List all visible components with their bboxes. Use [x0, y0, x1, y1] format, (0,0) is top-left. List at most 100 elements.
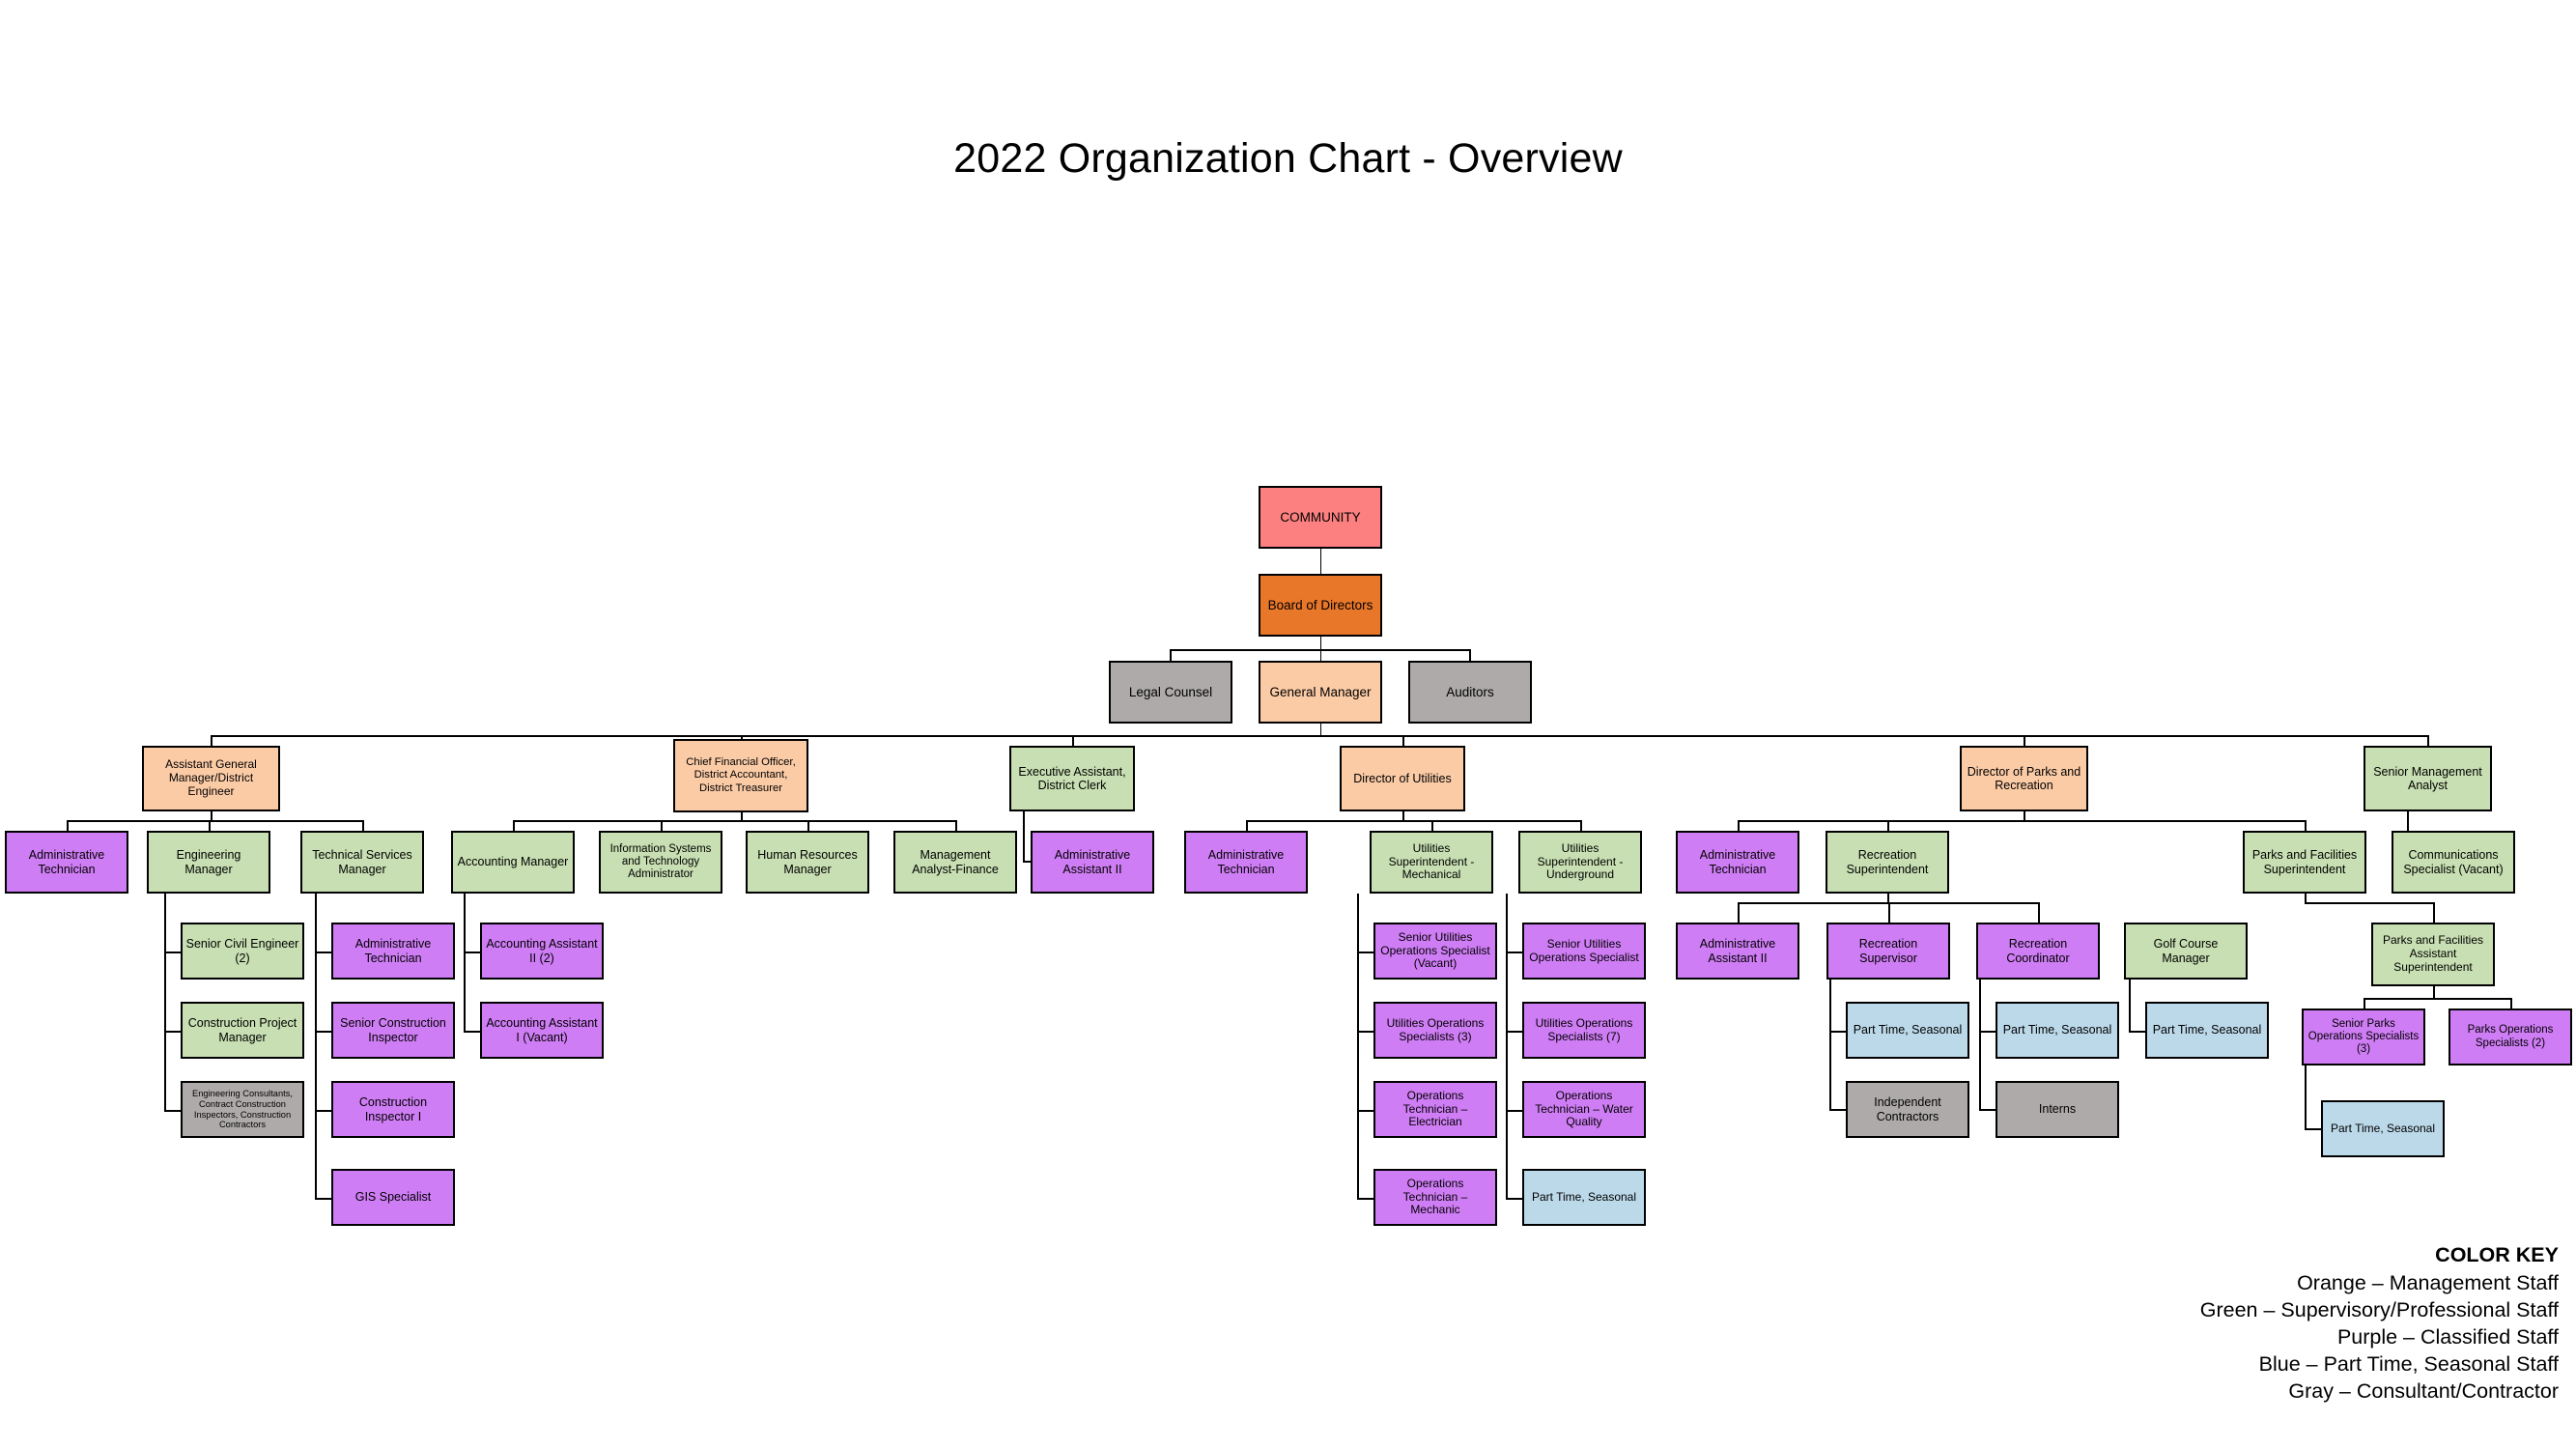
org-node-general-manager[interactable]: General Manager — [1259, 661, 1382, 724]
connector-board-stem-down — [1319, 637, 1322, 650]
org-node-mgmt-analyst-fin[interactable]: Management Analyst-Finance — [893, 831, 1017, 894]
org-node-interns[interactable]: Interns — [1996, 1081, 2119, 1138]
org-node-label: Parks and Facilities Superintendent — [2251, 848, 2358, 876]
org-node-sr-mgmt-analyst[interactable]: Senior Management Analyst — [2364, 746, 2492, 811]
org-node-constr-proj-mgr[interactable]: Construction Project Manager — [181, 1002, 304, 1059]
org-node-hr-manager[interactable]: Human Resources Manager — [746, 831, 869, 894]
org-node-pt-seasonal-rec-crd[interactable]: Part Time, Seasonal — [1996, 1002, 2119, 1059]
org-node-exec-assistant[interactable]: Executive Assistant, District Clerk — [1009, 746, 1135, 811]
org-node-golf-course-mgr[interactable]: Golf Course Manager — [2124, 923, 2248, 980]
connector-parks-asst-drop — [2433, 902, 2435, 923]
connector-ts-to-admintech — [315, 952, 332, 953]
org-node-pt-seasonal-golf[interactable]: Part Time, Seasonal — [2145, 1002, 2269, 1059]
org-node-admin-asst-ii-exec[interactable]: Administrative Assistant II — [1031, 831, 1154, 894]
org-node-label: Legal Counsel — [1128, 684, 1213, 699]
org-node-tech-svcs-manager[interactable]: Technical Services Manager — [300, 831, 424, 894]
org-node-rec-coordinator[interactable]: Recreation Coordinator — [1976, 923, 2100, 980]
org-node-ops-tech-elec[interactable]: Operations Technician – Electrician — [1373, 1081, 1497, 1138]
connector-util-mech-spine — [1357, 894, 1359, 1198]
org-node-parks-fac-asst-supt[interactable]: Parks and Facilities Assistant Superinte… — [2371, 923, 2495, 986]
connector-acct-to-aai — [464, 1031, 481, 1033]
org-node-label: Part Time, Seasonal — [2002, 1023, 2112, 1037]
org-node-constr-inspector-i[interactable]: Construction Inspector I — [331, 1081, 455, 1138]
org-node-label: Director of Parks and Recreation — [1967, 764, 2081, 793]
connector-asst-gm-bus — [67, 820, 362, 822]
org-node-ops-tech-water[interactable]: Operations Technician – Water Quality — [1522, 1081, 1646, 1138]
org-node-eng-consultants[interactable]: Engineering Consultants, Contract Constr… — [181, 1081, 304, 1138]
connector-exec-asst-elbow-v — [1023, 811, 1025, 862]
org-node-label: Director of Utilities — [1353, 771, 1452, 785]
org-node-label: Administrative Technician — [28, 848, 105, 876]
org-node-auditors[interactable]: Auditors — [1408, 661, 1532, 724]
org-node-label: Utilities Operations Specialists (3) — [1386, 1015, 1485, 1043]
org-node-cfo[interactable]: Chief Financial Officer, District Accoun… — [673, 739, 808, 812]
org-node-label: Parks and Facilities Assistant Superinte… — [2382, 933, 2484, 974]
org-node-is-tech-admin[interactable]: Information Systems and Technology Admin… — [599, 831, 722, 894]
connector-util-under-spine — [1506, 894, 1508, 1198]
org-node-admin-tech-util[interactable]: Administrative Technician — [1184, 831, 1308, 894]
org-node-rec-supervisor[interactable]: Recreation Supervisor — [1826, 923, 1950, 980]
org-node-indep-contractors[interactable]: Independent Contractors — [1846, 1081, 1969, 1138]
connector-sr-analyst-drop — [2427, 735, 2429, 746]
org-node-util-ops-spec-7[interactable]: Utilities Operations Specialists (7) — [1522, 1002, 1646, 1059]
connector-uu-to-spec7 — [1506, 1031, 1523, 1033]
org-node-gis-specialist[interactable]: GIS Specialist — [331, 1169, 455, 1226]
org-node-community[interactable]: COMMUNITY — [1259, 486, 1382, 549]
org-node-sr-parks-ops-3[interactable]: Senior Parks Operations Specialists (3) — [2302, 1009, 2425, 1065]
org-node-label: Management Analyst-Finance — [912, 848, 999, 876]
connector-cfo-stem — [741, 812, 743, 820]
org-node-comms-specialist[interactable]: Communications Specialist (Vacant) — [2392, 831, 2515, 894]
connector-gm-stem-down — [1319, 724, 1322, 737]
connector-rec-sup-spine — [1829, 980, 1831, 1110]
org-node-rec-superintendent[interactable]: Recreation Superintendent — [1826, 831, 1949, 894]
org-node-parks-ops-spec-2[interactable]: Parks Operations Specialists (2) — [2449, 1009, 2572, 1065]
org-node-pt-seasonal-rec-sup[interactable]: Part Time, Seasonal — [1846, 1002, 1969, 1059]
org-node-parks-fac-supt[interactable]: Parks and Facilities Superintendent — [2243, 831, 2366, 894]
org-node-asst-gm[interactable]: Assistant General Manager/District Engin… — [142, 746, 280, 811]
connector-acct-mgr-drop — [513, 820, 515, 831]
connector-um-to-spec3 — [1357, 1031, 1374, 1033]
legend-entry: Orange – Management Staff — [2297, 1270, 2559, 1294]
org-node-pt-seasonal-util[interactable]: Part Time, Seasonal — [1522, 1169, 1646, 1226]
org-node-admin-tech-parks[interactable]: Administrative Technician — [1676, 831, 1799, 894]
org-node-admin-asst-ii-parks[interactable]: Administrative Assistant II — [1676, 923, 1799, 980]
org-node-label: Assistant General Manager/District Engin… — [165, 757, 257, 798]
connector-rec-supt-bus — [1738, 902, 2038, 904]
org-node-board[interactable]: Board of Directors — [1259, 574, 1382, 637]
connector-rs-supervisor-drop — [1888, 902, 1890, 923]
connector-reccoord-to-pt — [1979, 1031, 1996, 1033]
connector-exec-asst-drop — [1072, 735, 1074, 746]
org-node-label: Independent Contractors — [1874, 1095, 1941, 1123]
org-node-dir-utilities[interactable]: Director of Utilities — [1340, 746, 1465, 811]
connector-parks-asst-bus — [2364, 998, 2510, 1000]
connector-recsup-to-contract — [1829, 1109, 1847, 1111]
org-node-sr-constr-inspector[interactable]: Senior Construction Inspector — [331, 1002, 455, 1059]
org-node-acct-asst-ii[interactable]: Accounting Assistant II (2) — [480, 923, 604, 980]
org-node-util-supt-mech[interactable]: Utilities Superintendent - Mechanical — [1370, 831, 1493, 894]
connector-acct-to-aaii — [464, 952, 481, 953]
org-node-pt-seasonal-parks[interactable]: Part Time, Seasonal — [2321, 1100, 2445, 1157]
org-node-dir-parks[interactable]: Director of Parks and Recreation — [1960, 746, 2088, 811]
connector-eng-mgr-spine — [164, 894, 166, 1110]
org-node-accounting-manager[interactable]: Accounting Manager — [451, 831, 575, 894]
org-node-label: Administrative Technician — [1699, 848, 1776, 876]
org-node-label: Utilities Superintendent - Underground — [1537, 840, 1624, 882]
org-node-label: Golf Course Manager — [2153, 937, 2219, 965]
org-node-ops-tech-mech[interactable]: Operations Technician – Mechanic — [1373, 1169, 1497, 1226]
org-node-sr-civil-engineer[interactable]: Senior Civil Engineer (2) — [181, 923, 304, 980]
connector-dir-parks-bus — [1738, 820, 2305, 822]
org-node-util-supt-under[interactable]: Utilities Superintendent - Underground — [1518, 831, 1642, 894]
connector-ts-to-inspector1 — [315, 1110, 332, 1112]
org-node-label: Operations Technician – Electrician — [1402, 1088, 1468, 1129]
org-node-admin-tech-eng[interactable]: Administrative Technician — [5, 831, 128, 894]
connector-eng-mgr-to-cpm — [164, 1031, 182, 1033]
org-node-label: Recreation Coordinator — [2006, 937, 2070, 965]
org-node-sr-util-ops-spec[interactable]: Senior Utilities Operations Specialist — [1522, 923, 1646, 980]
org-node-util-ops-spec-3[interactable]: Utilities Operations Specialists (3) — [1373, 1002, 1497, 1059]
org-node-eng-manager[interactable]: Engineering Manager — [147, 831, 270, 894]
org-node-acct-asst-i[interactable]: Accounting Assistant I (Vacant) — [480, 1002, 604, 1059]
org-node-admin-tech-ts[interactable]: Administrative Technician — [331, 923, 455, 980]
connector-rec-supt-stem — [1887, 894, 1889, 902]
org-node-sr-util-ops-vac[interactable]: Senior Utilities Operations Specialist (… — [1373, 923, 1497, 980]
org-node-legal-counsel[interactable]: Legal Counsel — [1109, 661, 1232, 724]
